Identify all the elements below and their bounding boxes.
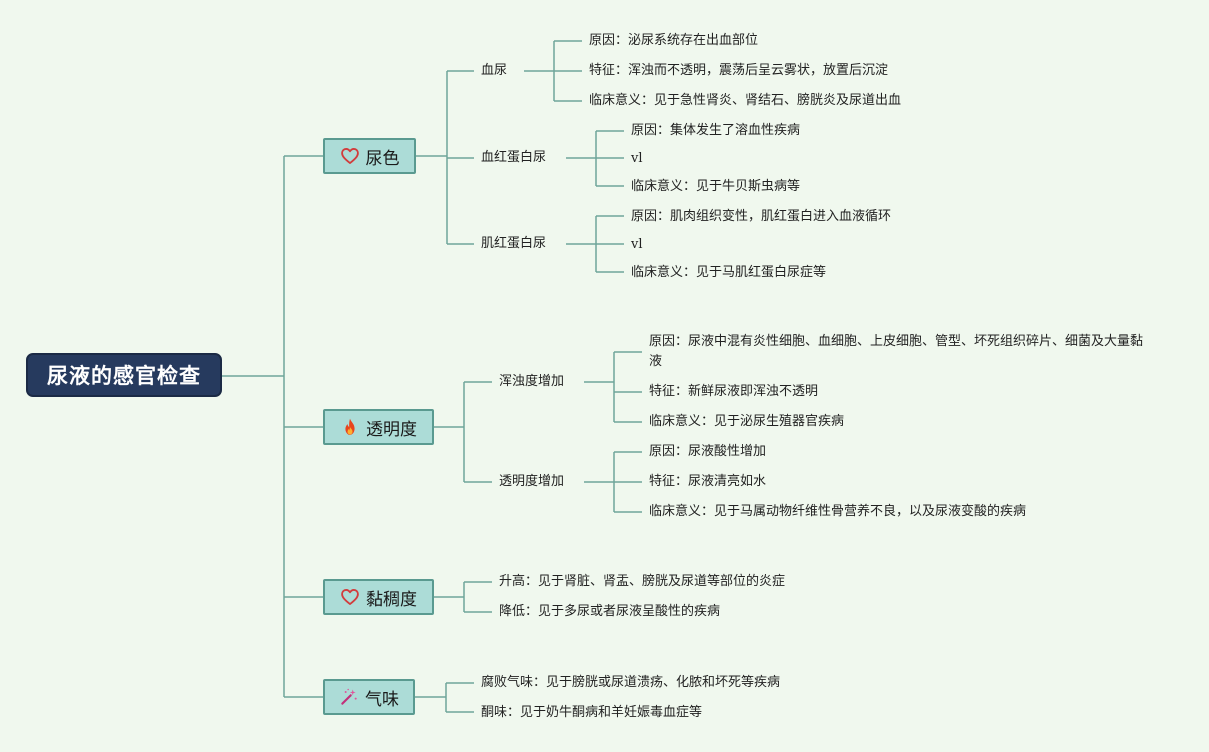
branch-label: 尿色 (365, 148, 400, 169)
heart-icon (340, 587, 360, 607)
topic-turbidity-increase[interactable]: 浑浊度增加 (499, 374, 565, 389)
leaf-turbidity-clinical[interactable]: 临床意义：见于泌尿生殖器官疾病 (649, 414, 845, 429)
branch-label: 透明度 (366, 419, 417, 440)
leaf-turbidity-feature[interactable]: 特征：新鲜尿液即浑浊不透明 (649, 384, 819, 399)
leaf-viscosity-low[interactable]: 降低：见于多尿或者尿液呈酸性的疾病 (499, 604, 721, 619)
heart-icon (340, 146, 360, 166)
leaf-hemoglobinuria-cause[interactable]: 原因：集体发生了溶血性疾病 (631, 123, 801, 138)
branch-label: 黏稠度 (366, 589, 417, 610)
leaf-transparency-cause[interactable]: 原因：尿液酸性增加 (649, 444, 767, 459)
leaf-viscosity-high[interactable]: 升高：见于肾脏、肾盂、膀胱及尿道等部位的炎症 (499, 574, 786, 589)
leaf-hemoglobinuria-clinical[interactable]: 临床意义：见于牛贝斯虫病等 (631, 179, 801, 194)
branch-viscosity[interactable]: 黏稠度 (323, 579, 434, 615)
leaf-hematuria-clinical[interactable]: 临床意义：见于急性肾炎、肾结石、膀胱炎及尿道出血 (589, 93, 902, 108)
leaf-hematuria-feature[interactable]: 特征：浑浊而不透明，震荡后呈云雾状，放置后沉淀 (589, 63, 889, 78)
leaf-transparency-feature[interactable]: 特征：尿液清亮如水 (649, 474, 767, 489)
leaf-odor-ketone[interactable]: 酮味：见于奶牛酮病和羊妊娠毒血症等 (481, 705, 703, 720)
root-topic[interactable]: 尿液的感官检查 (26, 353, 222, 397)
leaf-myoglobinuria-cause[interactable]: 原因：肌肉组织变性，肌红蛋白进入血液循环 (631, 209, 892, 224)
leaf-myoglobinuria-feature[interactable]: vl (631, 237, 643, 252)
leaf-hemoglobinuria-feature[interactable]: vl (631, 151, 643, 166)
fire-icon (340, 417, 360, 437)
topic-hematuria[interactable]: 血尿 (481, 63, 508, 78)
branch-transparency[interactable]: 透明度 (323, 409, 434, 445)
topic-myoglobinuria[interactable]: 肌红蛋白尿 (481, 236, 547, 251)
branch-label: 气味 (365, 689, 399, 710)
leaf-myoglobinuria-clinical[interactable]: 临床意义：见于马肌红蛋白尿症等 (631, 265, 827, 280)
leaf-hematuria-cause[interactable]: 原因：泌尿系统存在出血部位 (589, 33, 759, 48)
leaf-transparency-clinical[interactable]: 临床意义：见于马属动物纤维性骨营养不良，以及尿液变酸的疾病 (649, 504, 1027, 519)
topic-hemoglobinuria[interactable]: 血红蛋白尿 (481, 150, 547, 165)
branch-odor[interactable]: 气味 (323, 679, 415, 715)
leaf-odor-putrid[interactable]: 腐败气味：见于膀胱或尿道溃疡、化脓和坏死等疾病 (481, 675, 781, 690)
leaf-turbidity-cause[interactable]: 原因：尿液中混有炎性细胞、血细胞、上皮细胞、管型、坏死组织碎片、细菌及大量黏液 (649, 334, 1144, 369)
branch-urine-color[interactable]: 尿色 (323, 138, 416, 174)
topic-transparency-increase[interactable]: 透明度增加 (499, 474, 565, 489)
magic-wand-icon (339, 687, 359, 707)
